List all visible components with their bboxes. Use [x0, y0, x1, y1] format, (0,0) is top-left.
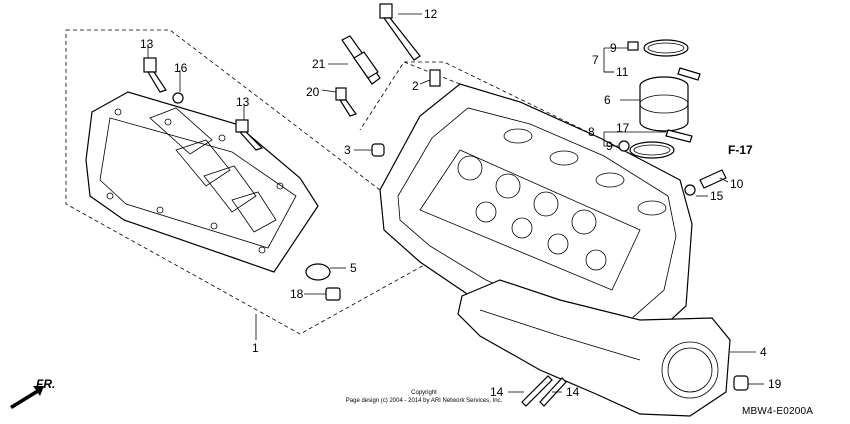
callout-15[interactable]: 15 — [710, 189, 724, 203]
callout-21[interactable]: 21 — [312, 57, 326, 71]
front-arrow: FR. — [10, 377, 55, 409]
nut-9-upper[interactable] — [627, 41, 639, 51]
band-7[interactable] — [643, 39, 689, 57]
callout-6[interactable]: 6 — [604, 93, 611, 107]
callout-7[interactable]: 7 — [592, 53, 599, 67]
front-label: FR. — [36, 377, 55, 391]
plug-3[interactable] — [371, 143, 385, 157]
sensor-10[interactable] — [699, 169, 727, 189]
callout-10[interactable]: 10 — [730, 177, 744, 191]
callout-13-lower[interactable]: 13 — [236, 95, 250, 109]
o-ring-5[interactable] — [305, 263, 331, 281]
head-assembly-frame — [359, 61, 601, 139]
callout-14-right[interactable]: 14 — [566, 385, 580, 399]
copyright-line-1: Copyright — [411, 390, 437, 396]
bolt-20[interactable] — [335, 87, 357, 117]
callout-13-upper[interactable]: 13 — [140, 37, 154, 51]
callout-19[interactable]: 19 — [768, 377, 782, 391]
cylinder-head[interactable] — [379, 83, 693, 349]
reference-label[interactable]: F-17 — [728, 143, 753, 157]
insulator-6[interactable] — [639, 76, 689, 132]
stud-14-left[interactable] — [521, 375, 553, 407]
callout-14-left[interactable]: 14 — [490, 385, 504, 399]
washer-15[interactable] — [684, 184, 696, 196]
diagram-code: MBW4-E0200A — [742, 406, 813, 417]
callout-12[interactable]: 12 — [424, 7, 438, 21]
callout-1[interactable]: 1 — [252, 341, 259, 355]
cover-bolt-13-upper[interactable] — [143, 57, 167, 93]
dowel-pin-2[interactable] — [429, 69, 441, 87]
callout-18[interactable]: 18 — [290, 287, 304, 301]
cover-bolt-13-lower[interactable] — [235, 119, 264, 151]
spark-plug[interactable] — [341, 35, 381, 85]
screw-11[interactable] — [677, 67, 701, 81]
cylinder-head-cover[interactable] — [85, 91, 319, 273]
stud-bolt-12[interactable] — [379, 3, 421, 61]
callout-9-lower[interactable]: 9 — [606, 139, 613, 153]
dowel-19[interactable] — [733, 375, 749, 391]
callout-2[interactable]: 2 — [412, 79, 419, 93]
cylinder-head-gasket[interactable] — [457, 279, 731, 417]
leader-lines — [147, 13, 764, 393]
cap-18[interactable] — [325, 287, 341, 301]
callout-11[interactable]: 11 — [616, 65, 629, 79]
callout-20[interactable]: 20 — [306, 85, 320, 99]
band-8[interactable] — [629, 141, 675, 159]
callout-9-upper[interactable]: 9 — [610, 41, 617, 55]
callout-8[interactable]: 8 — [588, 125, 595, 139]
callout-4[interactable]: 4 — [760, 345, 767, 359]
callout-16[interactable]: 16 — [174, 61, 188, 75]
screw-17[interactable] — [665, 129, 693, 143]
callout-5[interactable]: 5 — [350, 261, 357, 275]
washer-16[interactable] — [172, 92, 184, 104]
nut-9-lower[interactable] — [618, 140, 630, 152]
callout-3[interactable]: 3 — [344, 143, 351, 157]
callout-17[interactable]: 17 — [616, 121, 630, 135]
copyright-line-2: Page design (c) 2004 - 2014 by ARI Netwo… — [346, 398, 503, 404]
